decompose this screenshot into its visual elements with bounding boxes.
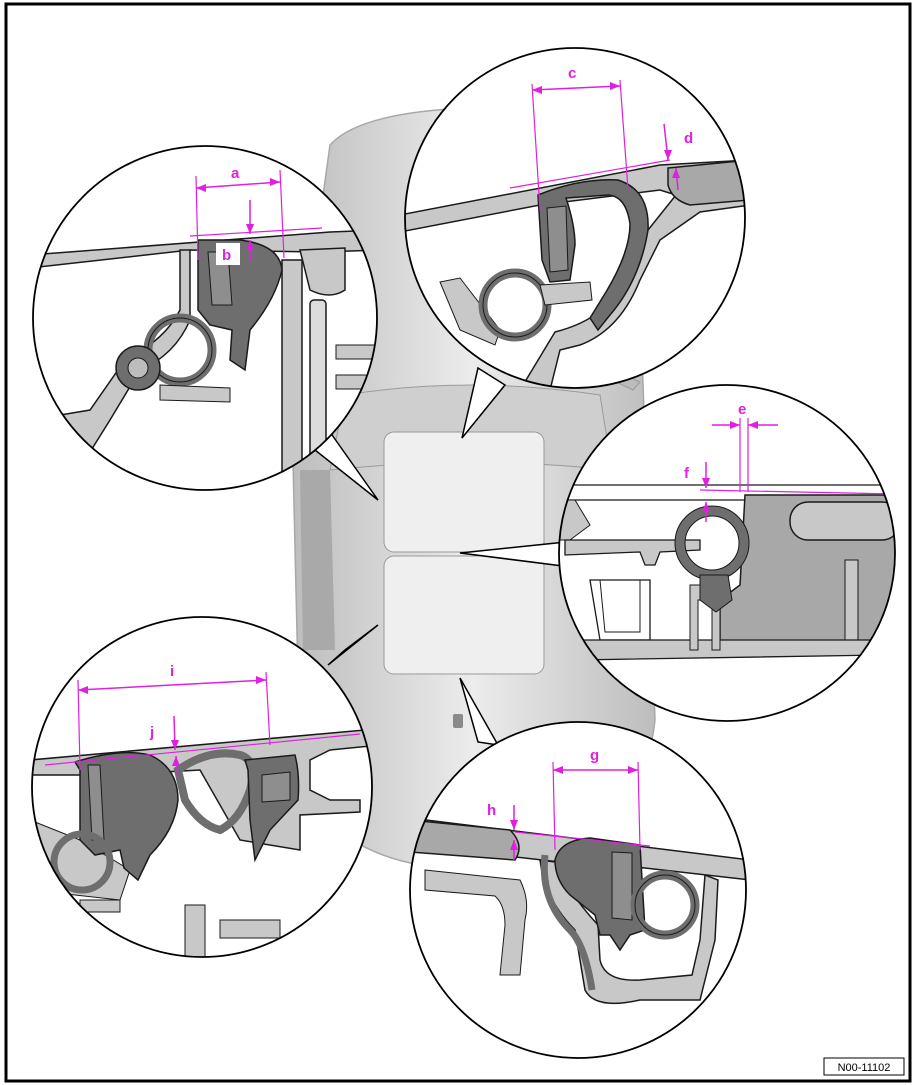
label-g: g xyxy=(590,747,599,764)
reference-code: N00-11102 xyxy=(838,1062,891,1074)
label-i: i xyxy=(170,663,174,680)
pointer-bottom-left xyxy=(327,624,379,666)
label-b: b xyxy=(222,247,231,264)
label-d: d xyxy=(684,130,693,147)
label-a: a xyxy=(231,165,240,182)
detail-top-right: c d xyxy=(404,47,746,389)
glass-roof-front xyxy=(383,431,545,553)
label-c: c xyxy=(568,65,576,82)
detail-bottom-right: g h xyxy=(409,721,747,1059)
label-j: j xyxy=(149,724,154,741)
reference-code-box xyxy=(823,1057,905,1076)
detail-bottom-left: i j xyxy=(31,616,373,958)
glass-roof-rear xyxy=(383,555,545,675)
pointer-bottom-right xyxy=(459,677,500,746)
detail-middle-right: e f xyxy=(558,384,896,722)
label-e: e xyxy=(738,401,746,418)
label-h: h xyxy=(487,802,496,819)
label-f: f xyxy=(684,465,690,482)
pointer-top-right xyxy=(461,366,507,439)
